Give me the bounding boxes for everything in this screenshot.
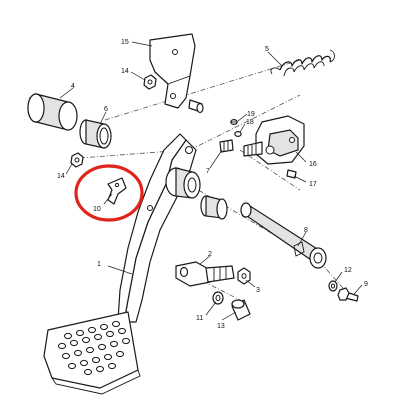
callout-14-left: 14 — [57, 173, 65, 180]
bolt-9 — [337, 287, 359, 302]
sleeve-pivot — [200, 195, 228, 220]
washer-12 — [328, 280, 338, 292]
callout-9: 9 — [364, 281, 368, 288]
highlight-circle — [74, 164, 144, 222]
nut-14-upper — [143, 74, 157, 90]
bracket-15 — [149, 33, 196, 109]
nut-14-left — [70, 152, 84, 168]
callout-19: 19 — [247, 111, 255, 118]
callout-8: 8 — [304, 227, 308, 234]
callout-2: 2 — [208, 251, 212, 258]
callout-6: 6 — [104, 106, 108, 113]
bolt-bracket — [188, 99, 204, 114]
callout-1: 1 — [97, 261, 101, 268]
callout-4: 4 — [71, 83, 75, 90]
pin-7 — [219, 139, 234, 153]
callout-15: 15 — [121, 39, 129, 46]
callout-16: 16 — [309, 161, 317, 168]
screw-17 — [286, 169, 297, 179]
callout-18: 18 — [246, 119, 254, 126]
shaft-8 — [240, 202, 327, 269]
spring-5 — [270, 49, 335, 77]
nut-3 — [237, 267, 251, 285]
bushing-6 — [79, 119, 112, 149]
bushing-4 — [27, 93, 78, 131]
screw-18 — [234, 131, 242, 138]
callout-7: 7 — [206, 168, 210, 175]
callout-3: 3 — [256, 287, 260, 294]
callout-17: 17 — [309, 181, 317, 188]
clip-10 — [107, 177, 127, 205]
callout-5: 5 — [265, 46, 269, 53]
callout-10: 10 — [93, 206, 101, 213]
callout-12: 12 — [344, 267, 352, 274]
pedal-pad-holes — [58, 320, 130, 376]
actuator-2 — [175, 261, 235, 287]
callout-11: 11 — [196, 315, 203, 322]
switch-16 — [243, 115, 305, 165]
pivot-boss — [165, 167, 201, 199]
leader-lines — [59, 41, 363, 321]
pin-13 — [231, 299, 251, 321]
washer-11 — [212, 291, 224, 305]
callout-labels: 1 2 3 4 5 6 7 8 9 10 11 12 13 14 14 15 1… — [57, 39, 368, 330]
callout-14-upper: 14 — [121, 68, 129, 75]
callout-13: 13 — [217, 323, 225, 330]
screw-19 — [230, 118, 238, 125]
